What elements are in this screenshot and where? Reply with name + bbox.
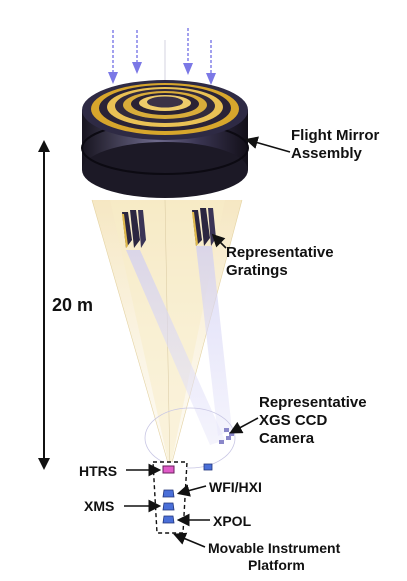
incoming-xray-arrow-icon xyxy=(183,63,193,75)
double-headed-scale-arrow-icon xyxy=(38,140,50,470)
wfi-hxi-label: WFI/HXI xyxy=(209,479,262,495)
xms-label: XMS xyxy=(84,498,115,514)
gratings-label-line2: Gratings xyxy=(226,262,288,279)
mirror-label-line1: Flight Mirror xyxy=(291,127,380,144)
gratings-label-line1: Representative xyxy=(226,244,334,261)
platform-label-line2: Platform xyxy=(248,557,305,573)
ccd-label-line1: Representative xyxy=(259,394,367,411)
xpol-label: XPOL xyxy=(213,513,252,529)
pointer-arrow-icon xyxy=(176,484,207,497)
pointer-arrow-icon xyxy=(229,417,259,434)
incoming-xray-arrow-icon xyxy=(132,62,142,74)
incoming-xray-arrows xyxy=(108,28,216,85)
flight-mirror-assembly xyxy=(81,80,249,198)
platform-label-line1: Movable Instrument xyxy=(208,540,341,556)
pointer-arrows xyxy=(124,136,291,548)
wfi-hxi-detector xyxy=(162,489,175,498)
incoming-xray-arrow-icon xyxy=(108,72,118,84)
ccd-label-line2: XGS CCD xyxy=(259,412,328,429)
xms-detector xyxy=(162,502,175,511)
scale-label: 20 m xyxy=(52,295,94,315)
ccd-label-line3: Camera xyxy=(259,430,315,447)
pointer-arrow-icon xyxy=(211,233,227,249)
mirror-label-line2: Assembly xyxy=(291,145,362,162)
pointer-arrow-icon xyxy=(244,136,291,153)
xgs-ccd-camera xyxy=(219,428,234,444)
pointer-arrow-icon xyxy=(173,532,206,548)
grating-beams xyxy=(126,246,236,469)
htrs-detector xyxy=(162,465,175,474)
representative-gratings xyxy=(122,208,216,248)
xpol-detector xyxy=(162,515,175,524)
movable-instrument-platform xyxy=(152,461,213,534)
htrs-label: HTRS xyxy=(79,463,118,479)
incoming-xray-arrow-icon xyxy=(206,73,216,85)
